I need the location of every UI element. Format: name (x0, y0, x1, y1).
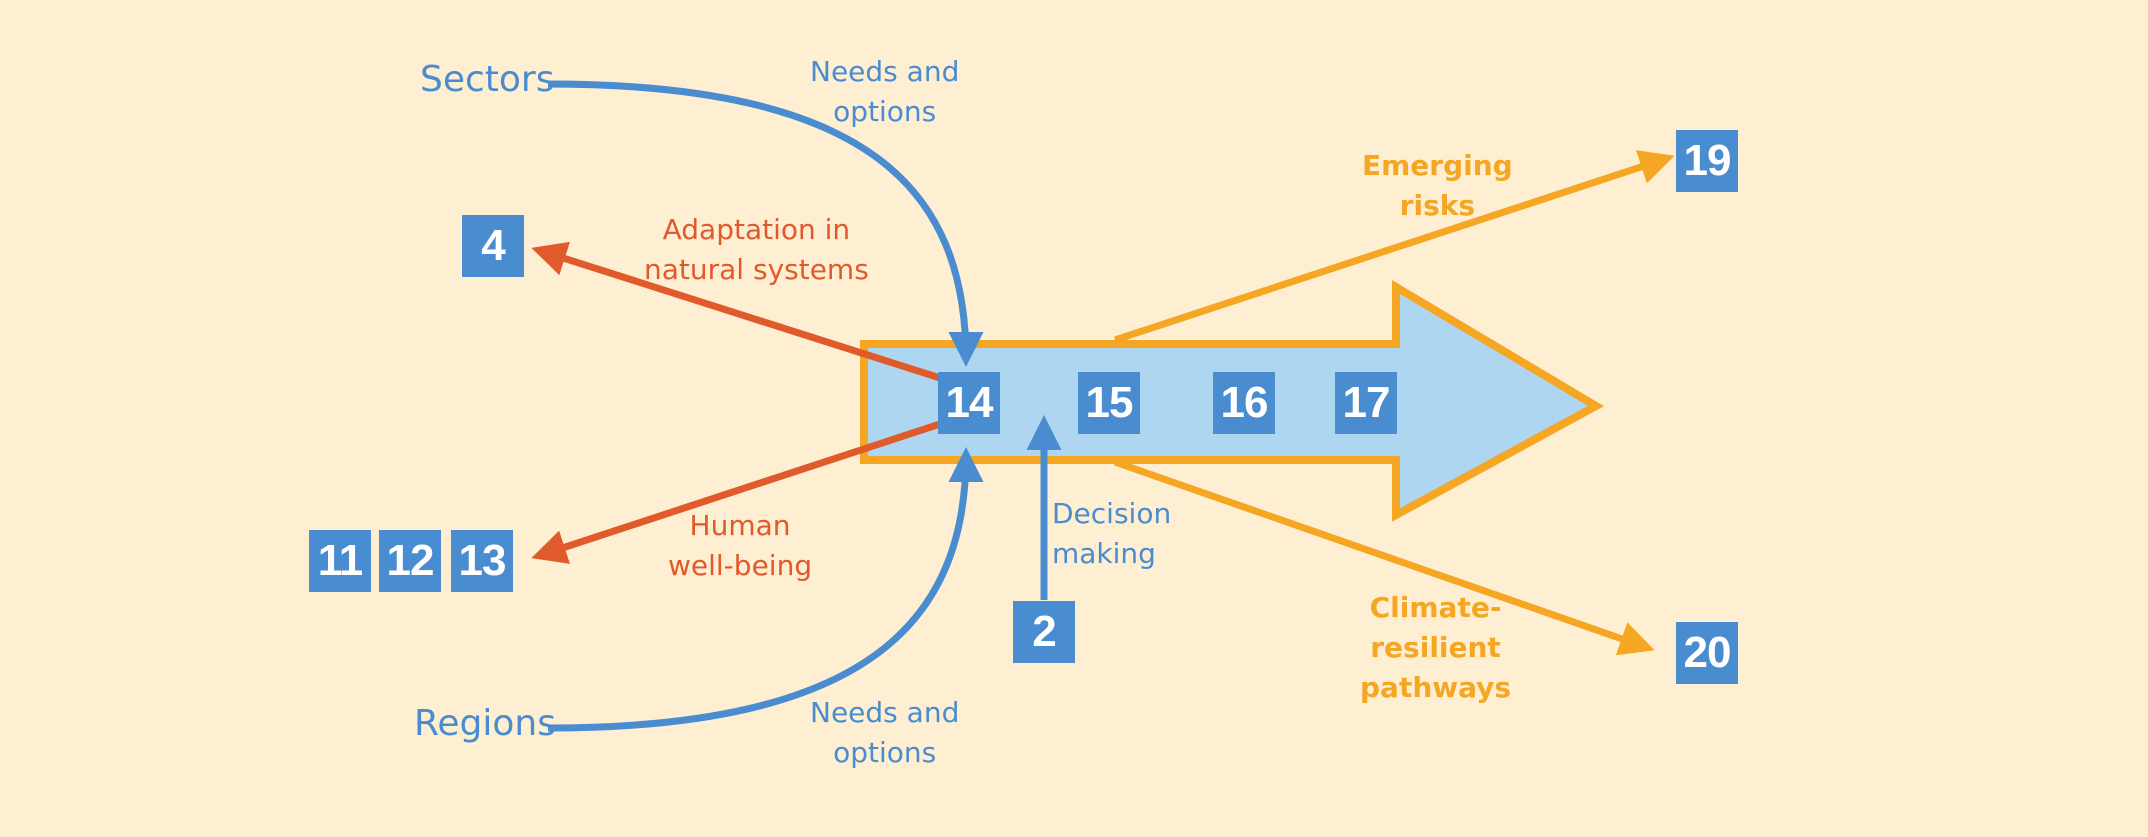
chapter-box-16: 16 (1213, 372, 1275, 434)
chapter-box-13: 13 (451, 530, 513, 592)
chapter-box-19: 19 (1676, 130, 1738, 192)
sectors-to-14-curve (547, 80, 984, 367)
emerging-risks-arrow (1113, 150, 1675, 344)
chapter-box-14: 14 (938, 372, 1000, 434)
climate-resilient-arrow (1113, 458, 1655, 656)
chapter-box-4: 4 (462, 215, 524, 277)
chapter-box-20: 20 (1676, 622, 1738, 684)
regions-label: Regions (414, 703, 556, 744)
regions-to-14-curve (547, 447, 984, 732)
chapter-box-17: 17 (1335, 372, 1397, 434)
chapter-box-2: 2 (1013, 601, 1075, 663)
human-wellbeing-arrow (531, 420, 942, 564)
adaptation-natural-arrow (531, 241, 942, 382)
chapter-box-11: 11 (309, 530, 371, 592)
chapter-box-12: 12 (379, 530, 441, 592)
sectors-label: Sectors (420, 59, 555, 100)
chapter-box-15: 15 (1078, 372, 1140, 434)
